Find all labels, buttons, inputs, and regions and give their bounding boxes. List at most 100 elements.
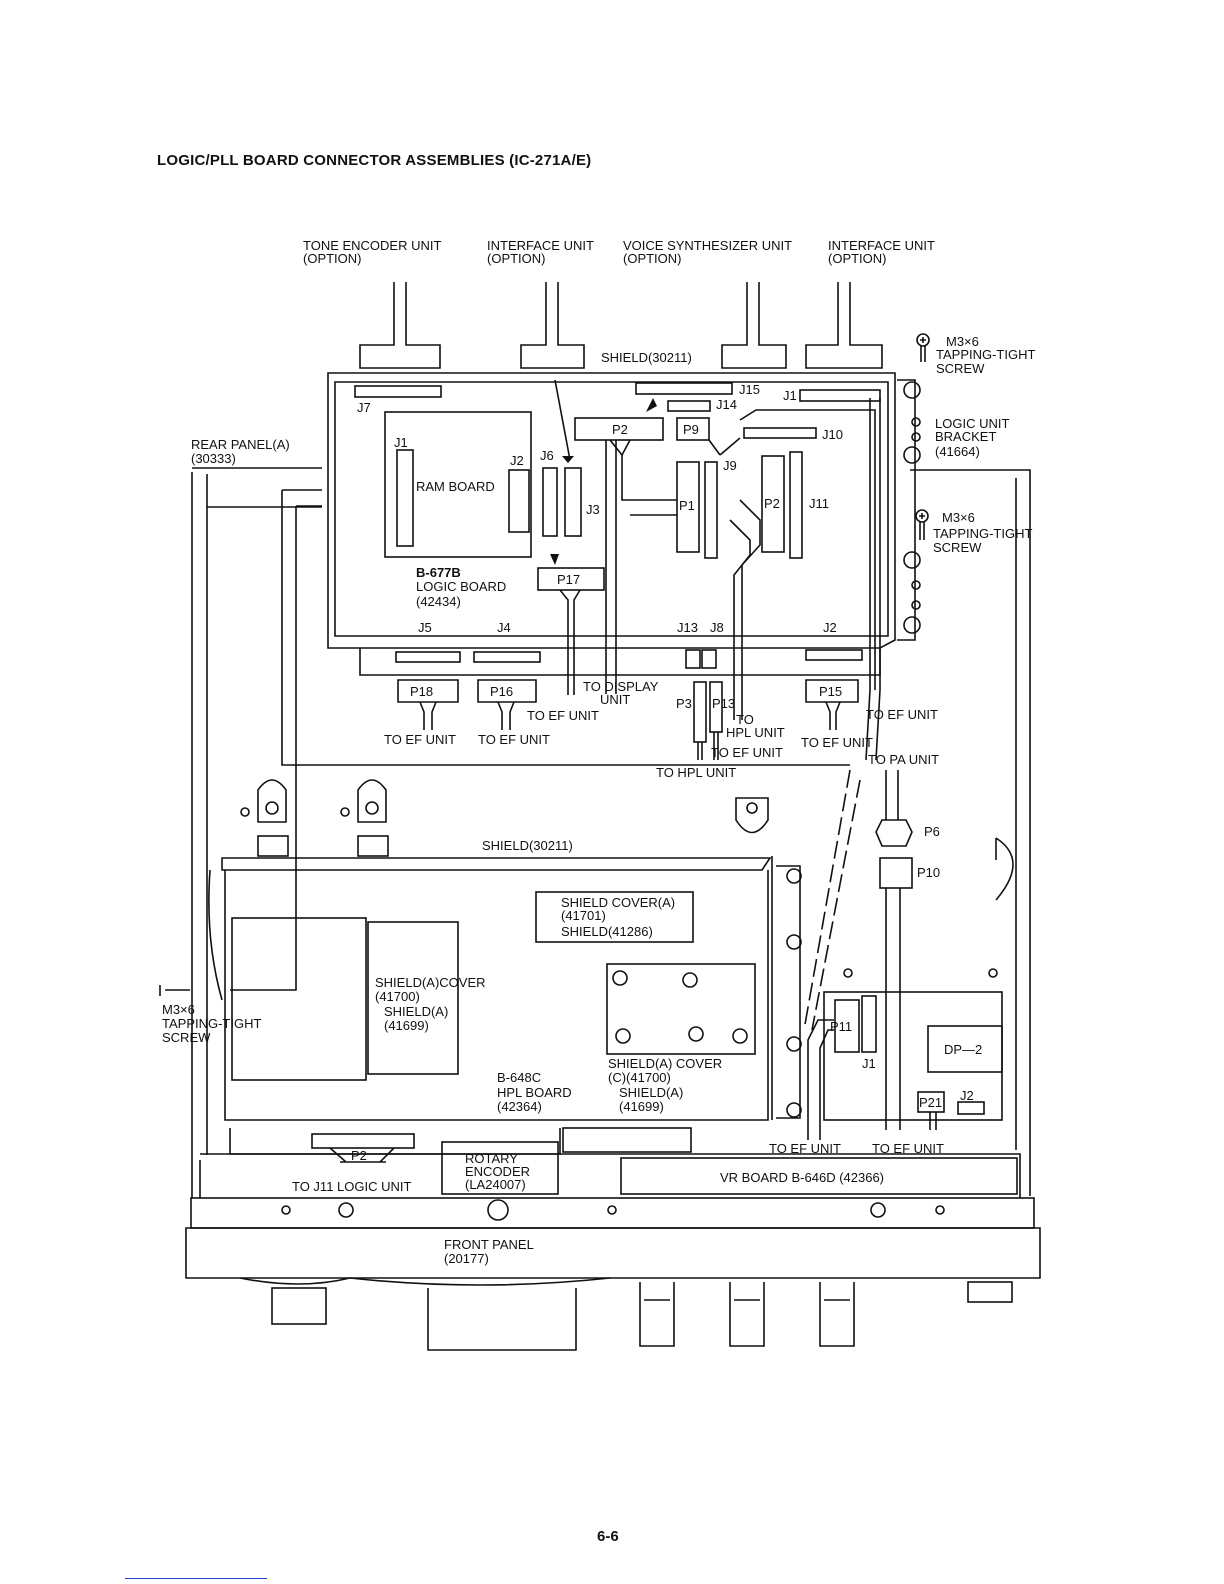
bracket-pn-label: (41664) [935,444,980,459]
bracket-label: BRACKET [935,429,996,444]
bottom-rule [125,1578,267,1579]
shield-cover-label: SHIELD(A) COVER [608,1056,722,1071]
screw-type-label: TAPPING-TIGHT [936,347,1035,362]
to-ef-unit-label: TO EF UNIT [527,708,599,723]
to-ef-unit-label: TO EF UNIT [769,1141,841,1156]
connector-p10: P10 [917,865,940,880]
rotary-label: ROTARY [465,1151,518,1166]
shield-cover-label: SHIELD(A)COVER [375,975,486,990]
connector-j2-lower: J2 [960,1088,974,1103]
logic-board-pn: (42434) [416,594,461,609]
hpl-unit-label: HPL UNIT [726,725,785,740]
front-panel-pn: (20177) [444,1251,489,1266]
shield-cover-pn: (41701) [561,908,606,923]
option-unit-note: (OPTION) [623,251,682,266]
connector-j13: J13 [677,620,698,635]
connector-p2-logic: P2 [764,496,780,511]
screw-size-label: M3×6 [946,334,979,349]
connector-j11: J11 [809,496,829,511]
option-unit-note: (OPTION) [828,251,887,266]
connector-j1: J1 [783,388,797,403]
shield-label: SHIELD(A) [384,1004,448,1019]
screw-type-label: TAPPING-TIGHT [933,526,1032,541]
connector-j7: J7 [357,400,371,415]
connector-p18: P18 [410,684,433,699]
bracket-label: LOGIC UNIT [935,416,1009,431]
to-ef-unit-label: TO EF UNIT [872,1141,944,1156]
to-j11-label: TO J11 LOGIC UNIT [292,1179,411,1194]
option-unit-name: INTERFACE UNIT [828,238,935,253]
screw-word-label: SCREW [933,540,982,555]
option-unit-name: TONE ENCODER UNIT [303,238,441,253]
connector-j2-ram: J2 [510,453,524,468]
to-hpl-unit-label: TO HPL UNIT [656,765,736,780]
hpl-board-name: HPL BOARD [497,1085,572,1100]
to-ef-unit-label: TO EF UNIT [711,745,783,760]
logic-board-name: LOGIC BOARD [416,579,506,594]
connector-p2-lower: P2 [351,1148,367,1163]
rotary-label: ENCODER [465,1164,530,1179]
connector-p1: P1 [679,498,695,513]
vr-board-label: VR BOARD B-646D (42366) [720,1170,884,1185]
ram-board-label: RAM BOARD [416,479,495,494]
to-ef-unit-label: TO EF UNIT [801,735,873,750]
hpl-board-pn: (42364) [497,1099,542,1114]
rear-panel-label: REAR PANEL(A) [191,437,290,452]
connector-p21: P21 [919,1095,942,1110]
option-unit-note: (OPTION) [303,251,362,266]
connector-p9: P9 [683,422,699,437]
option-unit-name: INTERFACE UNIT [487,238,594,253]
screw-word-label: SCREW [162,1030,211,1045]
connector-j8: J8 [710,620,724,635]
shield-label: SHIELD(41286) [561,924,653,939]
connector-p16: P16 [490,684,513,699]
connector-p15: P15 [819,684,842,699]
page-title: LOGIC/PLL BOARD CONNECTOR ASSEMBLIES (IC… [157,152,592,169]
connector-p11: P11 [830,1019,852,1034]
screw-type-label: TAPPING-TIGHT [162,1016,261,1031]
connector-p3: P3 [676,696,692,711]
connector-p6: P6 [924,824,940,839]
connector-j10: J10 [822,427,843,442]
to-label: TO [736,712,754,727]
shield-pn: (41699) [384,1018,429,1033]
rear-panel-pn-label: (30333) [191,451,236,466]
shield-label: SHIELD(30211) [601,350,692,365]
connector-j9: J9 [723,458,737,473]
logic-board-id: B-677B [416,565,461,580]
to-ef-unit-label: TO EF UNIT [866,707,938,722]
connector-j1-ram: J1 [394,435,408,450]
shield-cover-label: SHIELD COVER(A) [561,895,675,910]
shield-pn: (41699) [619,1099,664,1114]
connector-j6: J6 [540,448,554,463]
to-display-label: TO DISPLAY [583,679,659,694]
shield-cover-pn: (C)(41700) [608,1070,671,1085]
connector-p2: P2 [612,422,628,437]
connector-j15: J15 [739,382,760,397]
screw-size-label: M3×6 [162,1002,195,1017]
connector-j4: J4 [497,620,511,635]
front-panel-label: FRONT PANEL [444,1237,534,1252]
option-unit-name: VOICE SYNTHESIZER UNIT [623,238,792,253]
screw-size-label: M3×6 [942,510,975,525]
connector-j3: J3 [586,502,600,517]
connector-j2-logic: J2 [823,620,837,635]
to-ef-unit-label: TO EF UNIT [478,732,550,747]
screw-word-label: SCREW [936,361,985,376]
connector-j5: J5 [418,620,432,635]
connector-j14: J14 [716,397,737,412]
option-unit-note: (OPTION) [487,251,546,266]
to-display-label: UNIT [600,692,630,707]
to-pa-unit-label: TO PA UNIT [868,752,939,767]
shield-cover-pn: (41700) [375,989,420,1004]
dp2-label: DP—2 [944,1042,982,1057]
hpl-board-id: B-648C [497,1070,541,1085]
page-number: 6-6 [597,1528,619,1545]
connector-p17: P17 [557,572,580,587]
shield-label: SHIELD(30211) [482,838,573,853]
connector-p13: P13 [712,696,735,711]
to-ef-unit-label: TO EF UNIT [384,732,456,747]
connector-j1-lower: J1 [862,1056,876,1071]
rotary-pn-label: (LA24007) [465,1177,526,1192]
